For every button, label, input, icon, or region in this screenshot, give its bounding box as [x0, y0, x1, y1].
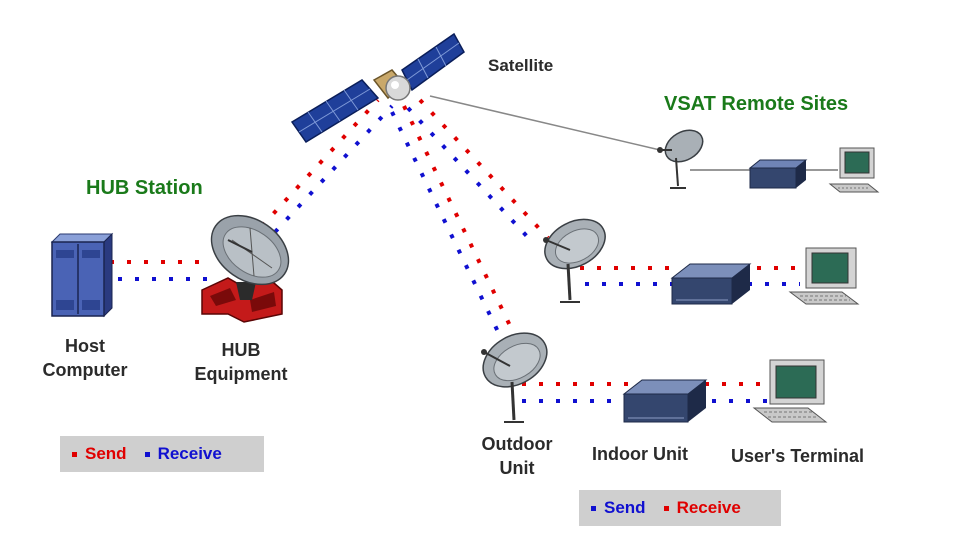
host-computer-icon: [50, 232, 114, 318]
hub-legend-send: Send: [72, 444, 127, 464]
indoor-unit-label: Indoor Unit: [592, 444, 688, 464]
site3-user-terminal-icon: [752, 359, 828, 423]
host-computer-label-line2: Computer: [42, 360, 128, 380]
hub-legend: Send Receive: [60, 436, 264, 472]
satellite-to-site1-line: [429, 95, 661, 151]
users-terminal-label: User's Terminal: [731, 446, 865, 466]
hub-equipment-label: HUB Equipment: [185, 338, 297, 386]
remote-legend-send: Send: [591, 498, 646, 518]
blue-dot-icon: [591, 505, 596, 511]
site2-send-link: [406, 106, 537, 247]
remote-legend-receive: Receive: [663, 498, 741, 518]
site2-receive-link: [418, 98, 550, 240]
hub-uplink-send: [260, 98, 380, 228]
red-dot-icon: [663, 505, 669, 511]
remote-legend-receive-label: Receive: [676, 498, 741, 517]
host-computer-label-line1: Host: [65, 336, 105, 356]
site2-user-terminal-icon: [788, 247, 860, 305]
satellite-label: Satellite: [488, 56, 554, 75]
hub-equipment-icon: [201, 275, 283, 323]
outdoor-unit-label-line2: Unit: [499, 458, 535, 478]
site3-indoor-unit-icon: [622, 379, 708, 423]
site1-indoor-unit-icon: [748, 159, 808, 189]
hub-dish-icon: [210, 214, 290, 286]
site3-receive-link: [402, 105, 517, 337]
remote-legend: Send Receive: [579, 490, 781, 526]
site1-outdoor-unit-icon: [657, 129, 704, 189]
hub-legend-receive: Receive: [144, 444, 222, 464]
site2-indoor-unit-icon: [670, 263, 752, 305]
blue-dot-icon: [144, 451, 150, 457]
host-computer-label: Host Computer: [30, 334, 140, 382]
site2-outdoor-unit-icon: [543, 218, 606, 303]
outdoor-unit-label: Outdoor Unit: [466, 432, 568, 480]
red-dot-icon: [72, 451, 77, 457]
site3-outdoor-unit-icon: [481, 332, 548, 423]
hub-legend-receive-label: Receive: [157, 444, 222, 463]
hub-downlink-receive: [273, 104, 394, 234]
hub-station-label: HUB Station: [86, 177, 203, 199]
satellite-icon: [290, 32, 465, 144]
remote-legend-send-label: Send: [604, 498, 646, 517]
hub-equipment-label-line2: Equipment: [194, 364, 288, 384]
site1-user-terminal-icon: [828, 147, 880, 193]
vsat-remote-sites-label: VSAT Remote Sites: [664, 93, 849, 115]
site3-send-link: [390, 111, 504, 341]
outdoor-unit-label-line1: Outdoor: [481, 434, 553, 454]
hub-legend-send-label: Send: [85, 444, 127, 463]
hub-equipment-label-line1: HUB: [221, 340, 261, 360]
